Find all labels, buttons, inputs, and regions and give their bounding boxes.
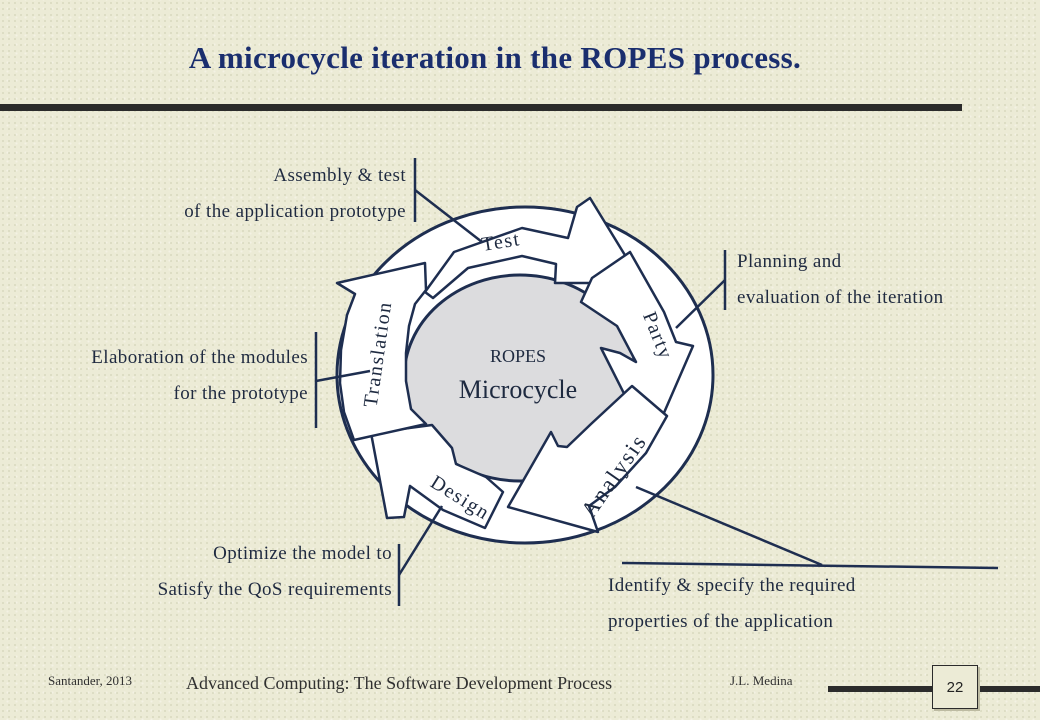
leader-test xyxy=(414,189,483,243)
annotation-translation-line-1: Elaboration of the modules xyxy=(91,347,308,368)
annotation-party-line-2: evaluation of the iteration xyxy=(737,287,944,308)
center-label-microcycle: Microcycle xyxy=(459,375,577,404)
annotation-analysis: Identify & specify the required properti… xyxy=(608,568,856,640)
leader-party xyxy=(675,279,726,329)
annotation-analysis-line-1: Identify & specify the required xyxy=(608,575,856,596)
arrow-design xyxy=(369,423,505,530)
annotation-party-line-1: Planning and xyxy=(737,251,842,272)
annotation-translation: Elaboration of the modules for the proto… xyxy=(91,340,308,412)
annotation-test-line-1: Assembly & test xyxy=(273,165,406,186)
footer-center: Advanced Computing: The Software Develop… xyxy=(186,673,613,693)
leader-design xyxy=(397,505,444,576)
annotation-translation-line-2: for the prototype xyxy=(173,383,308,404)
annotation-design-line-2: Satisfy the QoS requirements xyxy=(157,579,392,600)
leader-analysis xyxy=(635,485,823,567)
annotation-party: Planning and evaluation of the iteration xyxy=(737,244,944,316)
arrow-translation xyxy=(335,261,428,442)
page-number: 22 xyxy=(932,665,978,709)
footer-left: Santander, 2013 xyxy=(48,673,132,688)
bracket-analysis xyxy=(621,561,999,570)
annotation-test: Assembly & test of the application proto… xyxy=(184,158,406,230)
annotation-design: Optimize the model to Satisfy the QoS re… xyxy=(158,536,392,608)
center-label-ropes: ROPES xyxy=(490,346,546,366)
arrow-party xyxy=(579,250,695,447)
footer-bar-left xyxy=(828,686,932,692)
footer-bar-right xyxy=(978,686,1040,692)
arrow-analysis xyxy=(506,384,669,534)
slide-title: A microcycle iteration in the ROPES proc… xyxy=(188,40,802,75)
annotation-connectors xyxy=(314,158,999,606)
annotation-design-line-1: Optimize the model to xyxy=(213,543,392,564)
footer-right: J.L. Medina xyxy=(730,673,793,688)
annotation-analysis-line-2: properties of the application xyxy=(608,611,834,632)
title-underline-bar xyxy=(0,104,962,111)
leader-translation xyxy=(315,369,371,383)
annotation-test-line-2: of the application prototype xyxy=(184,201,406,222)
